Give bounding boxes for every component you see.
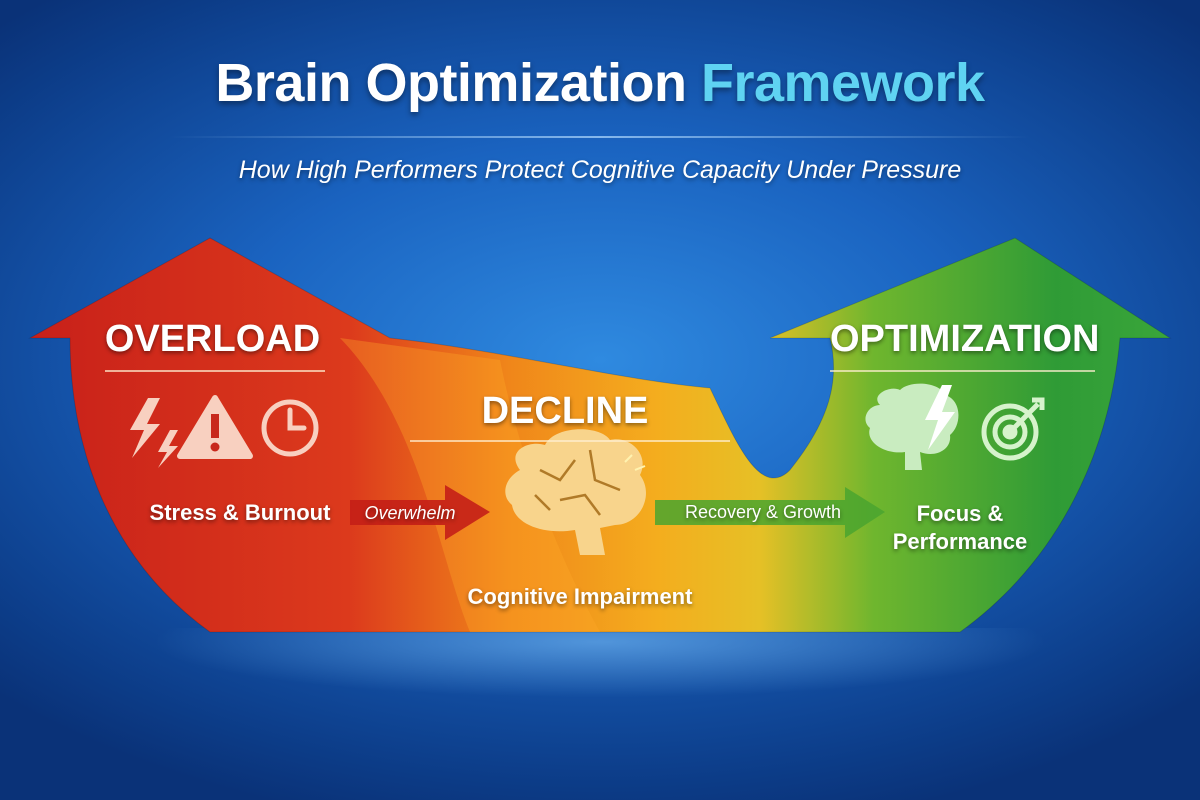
transition-recovery: Recovery & Growth bbox=[684, 502, 842, 522]
recovery-arrow bbox=[655, 487, 885, 538]
caption-line-1: Focus & bbox=[916, 501, 1004, 526]
brain-icon bbox=[505, 429, 646, 555]
stage-optimization-title: OPTIMIZATION bbox=[830, 318, 1100, 360]
overload-divider bbox=[105, 370, 325, 372]
title-accent: Framework bbox=[700, 53, 985, 113]
optimization-divider bbox=[830, 370, 1095, 372]
title-main: Brain Optimization bbox=[215, 53, 687, 113]
stage-decline-title: DECLINE bbox=[481, 390, 649, 432]
warning-icon bbox=[177, 395, 253, 459]
clock-icon bbox=[261, 399, 319, 457]
overwhelm-arrow bbox=[350, 485, 490, 540]
decline-divider bbox=[410, 440, 730, 442]
target-icon bbox=[981, 397, 1045, 461]
page-title: Brain Optimization Framework bbox=[0, 52, 1200, 114]
caption-line-2: Performance bbox=[892, 529, 1028, 554]
stage-overload-caption: Stress & Burnout bbox=[149, 500, 331, 525]
stage-optimization-caption: Focus & Performance bbox=[870, 500, 1050, 556]
decline-fold bbox=[340, 338, 600, 632]
lightning-icon bbox=[130, 398, 178, 468]
title-divider bbox=[170, 136, 1030, 138]
floor-glow bbox=[150, 628, 1050, 698]
transition-overwhelm: Overwhelm bbox=[364, 503, 456, 523]
stage-decline-caption: Cognitive Impairment bbox=[467, 584, 693, 609]
stage-overload-title: OVERLOAD bbox=[104, 318, 321, 360]
brain-lightning-icon bbox=[865, 383, 959, 470]
subtitle: How High Performers Protect Cognitive Ca… bbox=[238, 156, 962, 184]
